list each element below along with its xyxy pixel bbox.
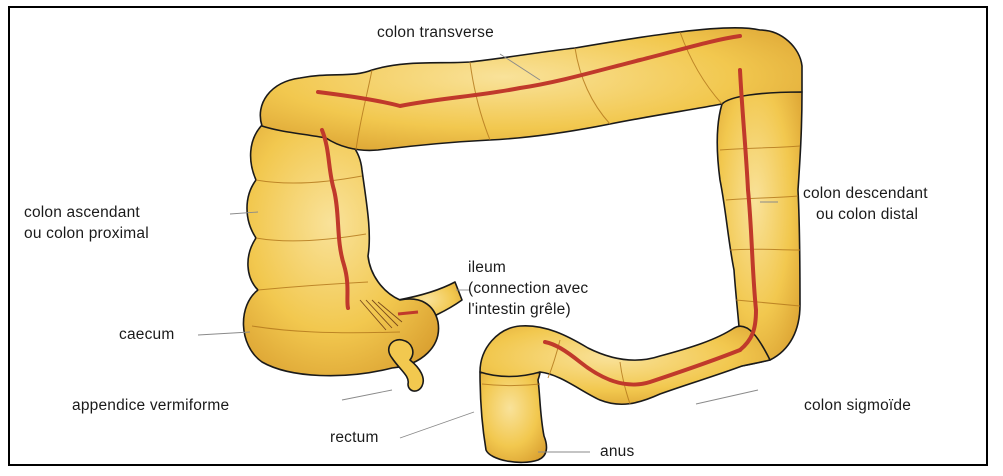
label-colon-sigmoide: colon sigmoïde (804, 397, 911, 414)
label-ileum-2: (connection avec (468, 280, 588, 297)
label-anus: anus (600, 443, 634, 460)
label-caecum: caecum (119, 326, 174, 343)
label-colon-descendant-2: ou colon distal (816, 206, 918, 223)
label-colon-ascendant-1: colon ascendant (24, 204, 140, 221)
label-colon-transverse: colon transverse (377, 24, 494, 41)
label-ileum-3: l'intestin grêle) (468, 301, 571, 318)
label-rectum: rectum (330, 429, 379, 446)
colon-descendant (717, 92, 802, 366)
label-appendice: appendice vermiforme (72, 397, 229, 414)
label-ileum-1: ileum (468, 259, 506, 276)
ileum-vessel (398, 312, 418, 314)
label-colon-descendant-1: colon descendant (803, 185, 928, 202)
label-colon-ascendant-2: ou colon proximal (24, 225, 149, 242)
